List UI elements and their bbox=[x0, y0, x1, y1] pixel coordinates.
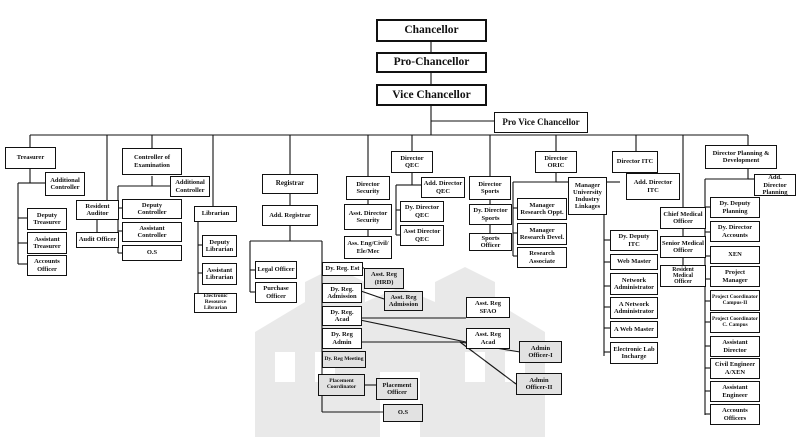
node-network-administrator: Network Administrator bbox=[610, 273, 658, 295]
node-asst-reg-sfao: Asst. Reg SFAO bbox=[466, 297, 510, 318]
node-electronic-lab-incharge: Electronic Lab Incharge bbox=[610, 342, 658, 364]
node-dy-reg-acad: Dy. Reg. Acad bbox=[322, 306, 362, 326]
node-director-oric: Director ORIC bbox=[535, 151, 577, 173]
node-dy-reg-admin: Dy. Reg Admin bbox=[322, 328, 362, 349]
node-accounts-officers: Accounts Officers bbox=[710, 404, 760, 425]
node-purchase-officer: Purchase Officer bbox=[255, 282, 297, 303]
node-web-master: Web Master bbox=[610, 254, 658, 270]
node-os-examination: O.S bbox=[122, 245, 182, 261]
node-audit-officer: Audit Officer bbox=[76, 232, 119, 248]
node-librarian: Librarian bbox=[194, 206, 237, 222]
node-asst-reg-acad: Asst. Reg Acad bbox=[466, 328, 510, 349]
node-dy-director-sports: Dy. Director Sports bbox=[469, 204, 512, 225]
node-add-director-planning: Add. Director Planning bbox=[754, 174, 796, 196]
node-project-manager: Project Manager bbox=[710, 266, 760, 287]
node-registrar: Registrar bbox=[262, 174, 318, 194]
node-chancellor: Chancellor bbox=[376, 19, 487, 42]
node-electronic-resource-librarian: Electronic Resource Librarian bbox=[194, 293, 237, 313]
node-civil-engineer: Civil Engineer A/XEN bbox=[710, 358, 760, 379]
node-pro-vice-chancellor: Pro Vice Chancellor bbox=[494, 112, 588, 133]
node-director-planning: Director Planning & Development bbox=[705, 145, 777, 169]
node-accounts-officer-treasury: Accounts Officer bbox=[27, 255, 67, 276]
node-director-sports: Director Sports bbox=[469, 176, 511, 200]
node-additional-controller-treasury: Additional Controller bbox=[45, 172, 85, 196]
node-research-associate: Research Associate bbox=[517, 247, 567, 268]
node-director-qec: Director QEC bbox=[391, 151, 433, 173]
node-dy-reg-admission: Dy. Reg. Admission bbox=[322, 283, 362, 303]
node-project-coordinator-campus-2: Project Coordinator Campus-II bbox=[710, 290, 760, 311]
node-deputy-treasurer: Deputy Treasurer bbox=[27, 208, 67, 230]
node-assistant-engineer: Assistant Engineer bbox=[710, 381, 760, 402]
node-a-web-master: A Web Master bbox=[610, 321, 658, 338]
node-vice-chancellor: Vice Chancellor bbox=[376, 84, 487, 106]
node-placement-officer: Placement Officer bbox=[376, 378, 418, 400]
node-assistant-librarian: Assistant Librarian bbox=[202, 263, 237, 285]
node-a-network-administrator: A Network Administrator bbox=[610, 297, 658, 319]
node-dy-director-accounts: Dy. Director Accounts bbox=[710, 221, 760, 242]
node-os-registrar: O.S bbox=[383, 404, 423, 422]
node-resident-auditor: Resident Auditor bbox=[76, 200, 119, 220]
node-asst-engineer-civil: Ass. Eng/Civil/ Ele/Mec bbox=[344, 236, 392, 259]
node-senior-medical-officer: Senior Medical Officer bbox=[660, 236, 706, 258]
node-resident-medical-officer: Resident Medical Officer bbox=[660, 265, 706, 287]
node-assistant-director: Assistant Director bbox=[710, 336, 760, 357]
node-treasurer: Treasurer bbox=[5, 147, 56, 169]
node-add-director-itc: Add. Director ITC bbox=[626, 173, 680, 200]
node-admin-officer-1: Admin Officer-I bbox=[519, 341, 562, 363]
node-asst-reg-admission: Asst. Reg Admission bbox=[384, 291, 423, 311]
node-dy-reg-est: Dy. Reg. Est bbox=[322, 262, 363, 276]
node-manager-research-devel: Manager Research Devel. bbox=[517, 223, 567, 245]
node-asst-director-qec: Asst Director QEC bbox=[400, 225, 444, 246]
node-controller-examination: Controller of Examination bbox=[122, 148, 182, 175]
node-legal-officer: Legal Officer bbox=[255, 261, 297, 279]
node-deputy-controller: Deputy Controller bbox=[122, 199, 182, 219]
node-project-coordinator-c-campus: Project Coordinator C. Campus bbox=[710, 312, 760, 333]
node-director-itc: Director ITC bbox=[612, 151, 658, 173]
node-xen: XEN bbox=[710, 246, 760, 264]
node-asst-reg-hrd: Asst. Reg (HRD) bbox=[364, 268, 404, 289]
node-manager-research-oppt: Manager Research Oppt. bbox=[517, 198, 567, 220]
node-chief-medical-officer: Chief Medical Officer bbox=[660, 207, 706, 229]
node-dy-reg-meeting: Dy. Reg Meeting bbox=[322, 351, 366, 368]
node-admin-officer-2: Admin Officer-II bbox=[516, 373, 562, 395]
node-pro-chancellor: Pro-Chancellor bbox=[376, 52, 487, 73]
node-director-security: Director Security bbox=[346, 176, 390, 200]
node-dy-deputy-itc: Dy. Deputy ITC bbox=[610, 230, 658, 251]
node-manager-industry-linkages: Manager University Industry Linkages bbox=[568, 177, 607, 215]
node-additional-controller-exam: Additional Controller bbox=[170, 176, 210, 197]
node-sports-officer: Sports Officer bbox=[469, 233, 512, 251]
node-dy-deputy-planning: Dy. Deputy Planning bbox=[710, 197, 760, 218]
node-add-director-qec: Add. Director QEC bbox=[421, 177, 465, 198]
node-placement-coordinator: Placement Coordinator bbox=[318, 374, 365, 396]
node-dy-director-qec: Dy. Director QEC bbox=[400, 201, 444, 222]
node-assistant-treasurer: Assistant Treasurer bbox=[27, 232, 67, 254]
node-add-registrar: Add. Registrar bbox=[262, 205, 318, 226]
node-assistant-controller: Assistant Controller bbox=[122, 222, 182, 242]
node-asst-director-security: Asst. Director Security bbox=[344, 204, 392, 230]
node-deputy-librarian: Deputy Librarian bbox=[202, 235, 237, 257]
